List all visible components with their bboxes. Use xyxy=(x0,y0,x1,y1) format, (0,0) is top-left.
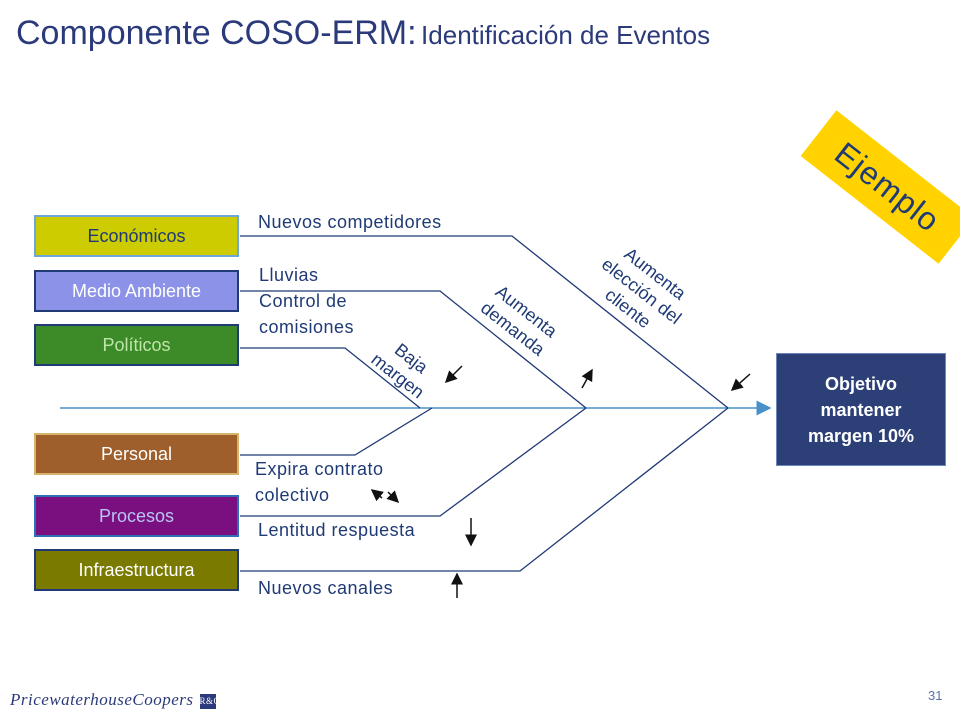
arrow-demanda-icon xyxy=(581,368,593,389)
event-medio-ambiente: Lluvias Control de comisiones xyxy=(259,262,354,340)
branch-infraestructura xyxy=(240,407,729,572)
page-number: 31 xyxy=(928,688,943,703)
arrow-personal-left-icon xyxy=(370,489,384,502)
arrow-baja-icon xyxy=(444,365,463,384)
page-title: Componente COSO-ERM: Identificación de E… xyxy=(16,14,710,53)
event-medio-line1: Lluvias xyxy=(259,265,319,285)
company-logo: PricewaterhouseCoopers R&C xyxy=(10,690,220,710)
arrow-personal-right-icon xyxy=(386,490,400,504)
category-economicos: Económicos xyxy=(34,215,239,257)
event-personal-line2: colectivo xyxy=(255,485,330,505)
event-medio-line2: Control de xyxy=(259,291,348,311)
event-infraestructura: Nuevos canales xyxy=(258,578,394,598)
event-procesos: Lentitud respuesta xyxy=(258,520,416,540)
title-main: Componente COSO-ERM: xyxy=(16,14,417,52)
event-personal-line1: Expira contrato xyxy=(255,459,384,479)
objective-line1: Objetivo xyxy=(824,373,897,394)
branch-medio-ambiente xyxy=(240,290,587,409)
branch-economicos xyxy=(240,235,729,409)
branch-personal xyxy=(240,407,433,456)
category-procesos: Procesos xyxy=(34,495,239,537)
branch-politicos xyxy=(240,347,421,409)
objective-box: Objetivo mantener margen 10% xyxy=(776,353,946,466)
event-personal: Expira contrato colectivo xyxy=(255,456,384,508)
event-medio-line3: comisiones xyxy=(259,317,355,337)
category-medio-ambiente: Medio Ambiente xyxy=(34,270,239,312)
objective-line2: mantener xyxy=(820,399,902,420)
objective-line3: margen 10% xyxy=(807,425,915,446)
event-economicos: Nuevos competidores xyxy=(258,212,442,232)
category-politicos: Políticos xyxy=(34,324,239,366)
category-infraestructura: Infraestructura xyxy=(34,549,239,591)
branch-procesos xyxy=(240,407,587,517)
arrow-eleccion-icon xyxy=(730,373,751,391)
title-sub: Identificación de Eventos xyxy=(421,20,711,50)
logo-badge: R&C xyxy=(199,693,220,709)
category-personal: Personal xyxy=(34,433,239,475)
logo-text: PricewaterhouseCoopers xyxy=(10,690,194,709)
